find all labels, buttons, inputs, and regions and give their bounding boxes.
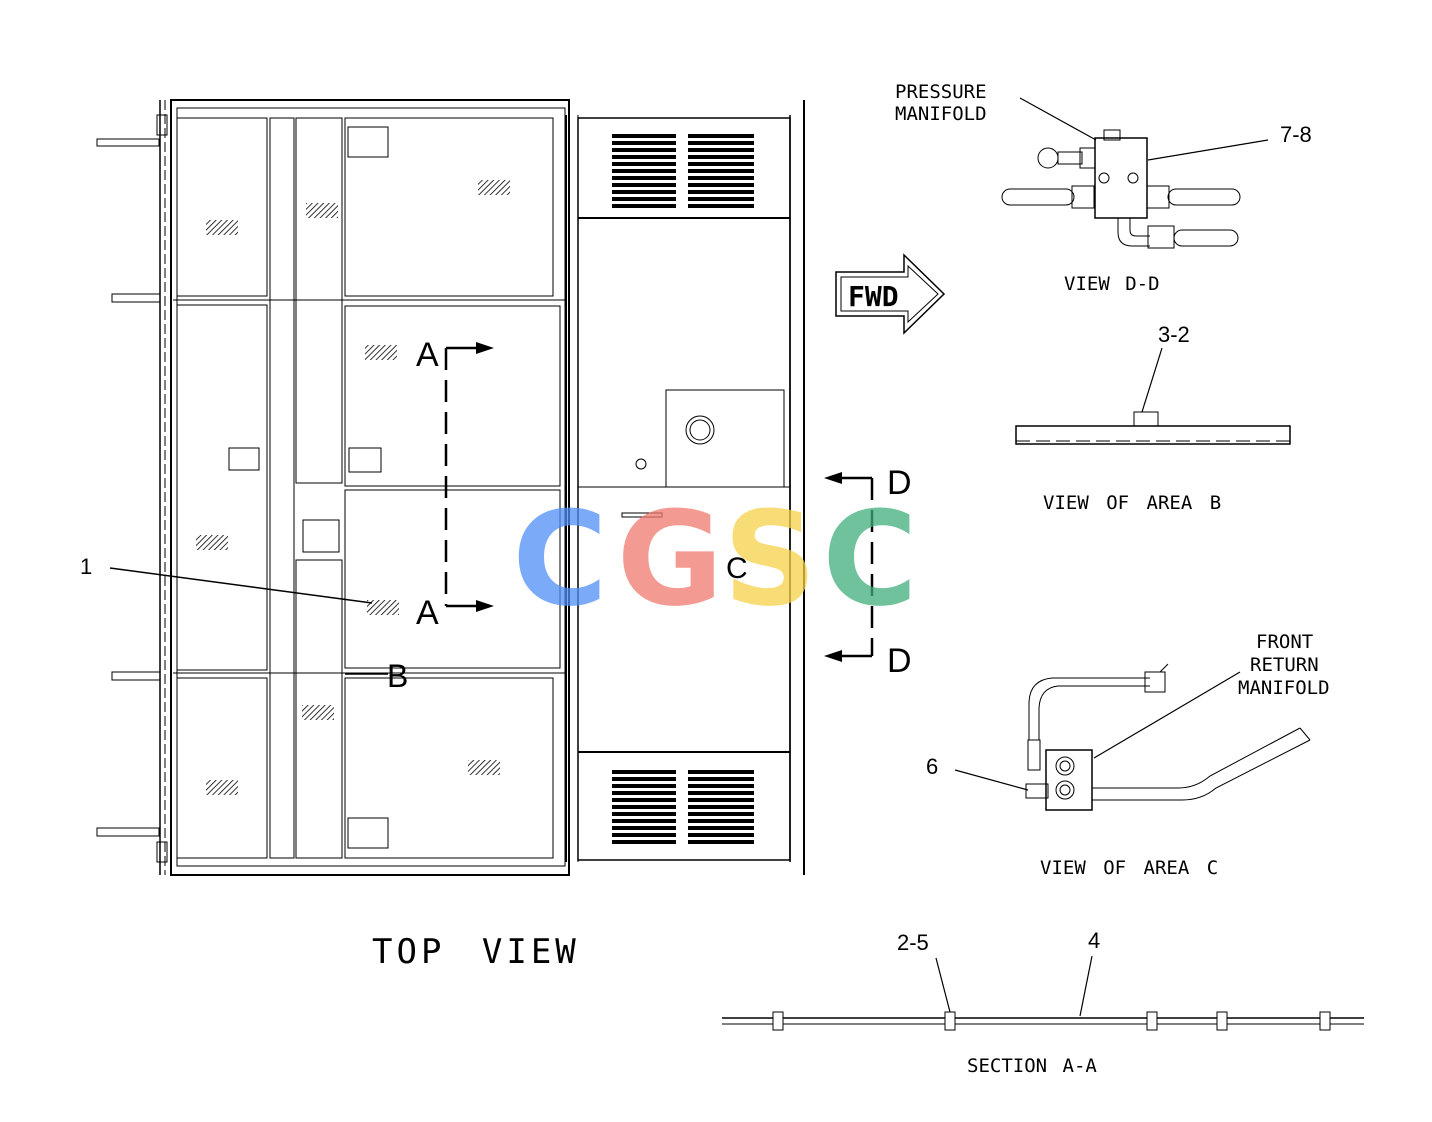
- watermark-letter: S: [723, 483, 817, 635]
- callout-2-5: 2-5: [897, 930, 929, 955]
- area-b-label: B: [387, 658, 408, 694]
- front-return-manifold-label-line3: MANIFOLD: [1238, 677, 1330, 699]
- pressure-manifold-drawing: [1001, 129, 1241, 249]
- section-d-label-top: D: [887, 464, 912, 502]
- section-a-cut-line: [444, 342, 494, 612]
- callout-7-8: 7-8: [1280, 122, 1312, 147]
- watermark-letter: G: [617, 483, 724, 635]
- pressure-manifold-label-line2: MANIFOLD: [895, 103, 987, 125]
- section-d-label-bottom: D: [887, 642, 912, 680]
- fwd-label: FWD: [848, 280, 899, 313]
- section-d-cut-line: [824, 472, 874, 662]
- section-aa-drawing: [722, 1011, 1364, 1031]
- callout-6: 6: [926, 754, 938, 779]
- fwd-arrow: [835, 253, 946, 335]
- watermark-letter: C: [512, 483, 607, 635]
- front-return-manifold-label-line2: RETURN: [1250, 654, 1319, 676]
- bottom-louvers: [612, 770, 754, 844]
- left-mounting-brackets: [96, 114, 168, 863]
- watermark-letter: C: [822, 483, 917, 635]
- callout-4: 4: [1088, 928, 1100, 953]
- front-return-manifold-label-line1: FRONT: [1256, 631, 1313, 653]
- pressure-manifold-label-line1: PRESSURE: [895, 81, 987, 103]
- area-b-drawing: [1015, 411, 1291, 445]
- callout-3-2: 3-2: [1158, 322, 1190, 347]
- section-aa-title: SECTION A-A: [967, 1055, 1097, 1077]
- section-a-label-top: A: [416, 336, 439, 374]
- top-view-title: TOP VIEW: [372, 932, 580, 972]
- front-return-manifold-drawing: [1025, 663, 1311, 811]
- view-area-c-title: VIEW OF AREA C: [1040, 857, 1218, 879]
- view-area-b-title: VIEW OF AREA B: [1043, 492, 1221, 514]
- view-dd-title: VIEW D-D: [1064, 273, 1160, 295]
- top-view-drawing: [96, 99, 805, 876]
- section-a-label-bottom: A: [416, 594, 439, 632]
- callout-1: 1: [80, 554, 92, 579]
- top-louvers: [612, 134, 754, 208]
- area-c-label: C: [726, 552, 748, 585]
